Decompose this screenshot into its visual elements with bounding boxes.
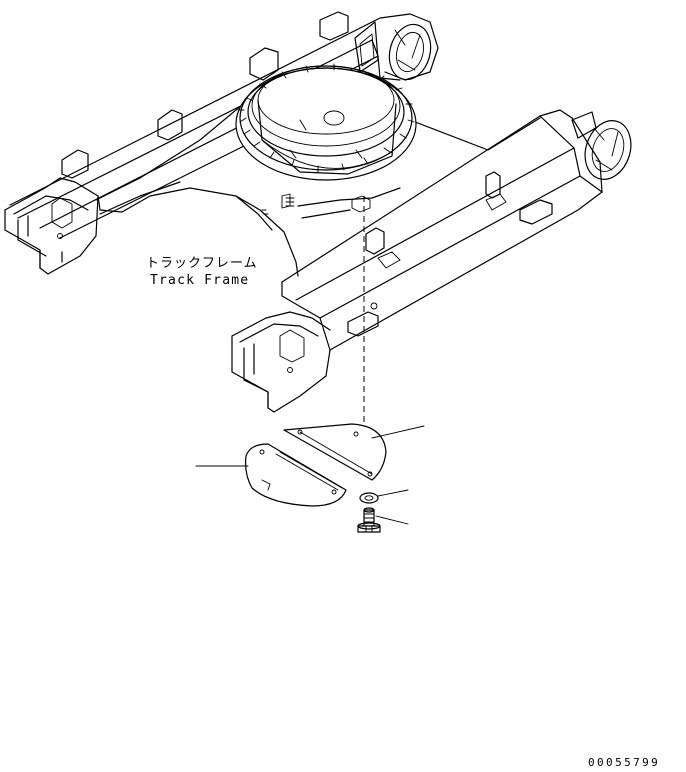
under-cover-right bbox=[283, 423, 387, 481]
track-frame-label-english: Track Frame bbox=[150, 273, 250, 288]
washer bbox=[359, 492, 379, 504]
track-frame-label-japanese: トラックフレーム bbox=[146, 256, 258, 271]
rear-rail-front-yoke bbox=[4, 177, 99, 275]
bolt bbox=[357, 507, 381, 533]
leader-lines bbox=[195, 425, 425, 525]
center-body bbox=[95, 63, 541, 277]
drawing-number: 00055799 bbox=[588, 756, 661, 769]
front-rail-front-yoke bbox=[231, 311, 331, 413]
front-side-rail bbox=[281, 109, 632, 351]
track-frame-drawing bbox=[4, 11, 632, 413]
under-cover-left bbox=[245, 443, 347, 507]
